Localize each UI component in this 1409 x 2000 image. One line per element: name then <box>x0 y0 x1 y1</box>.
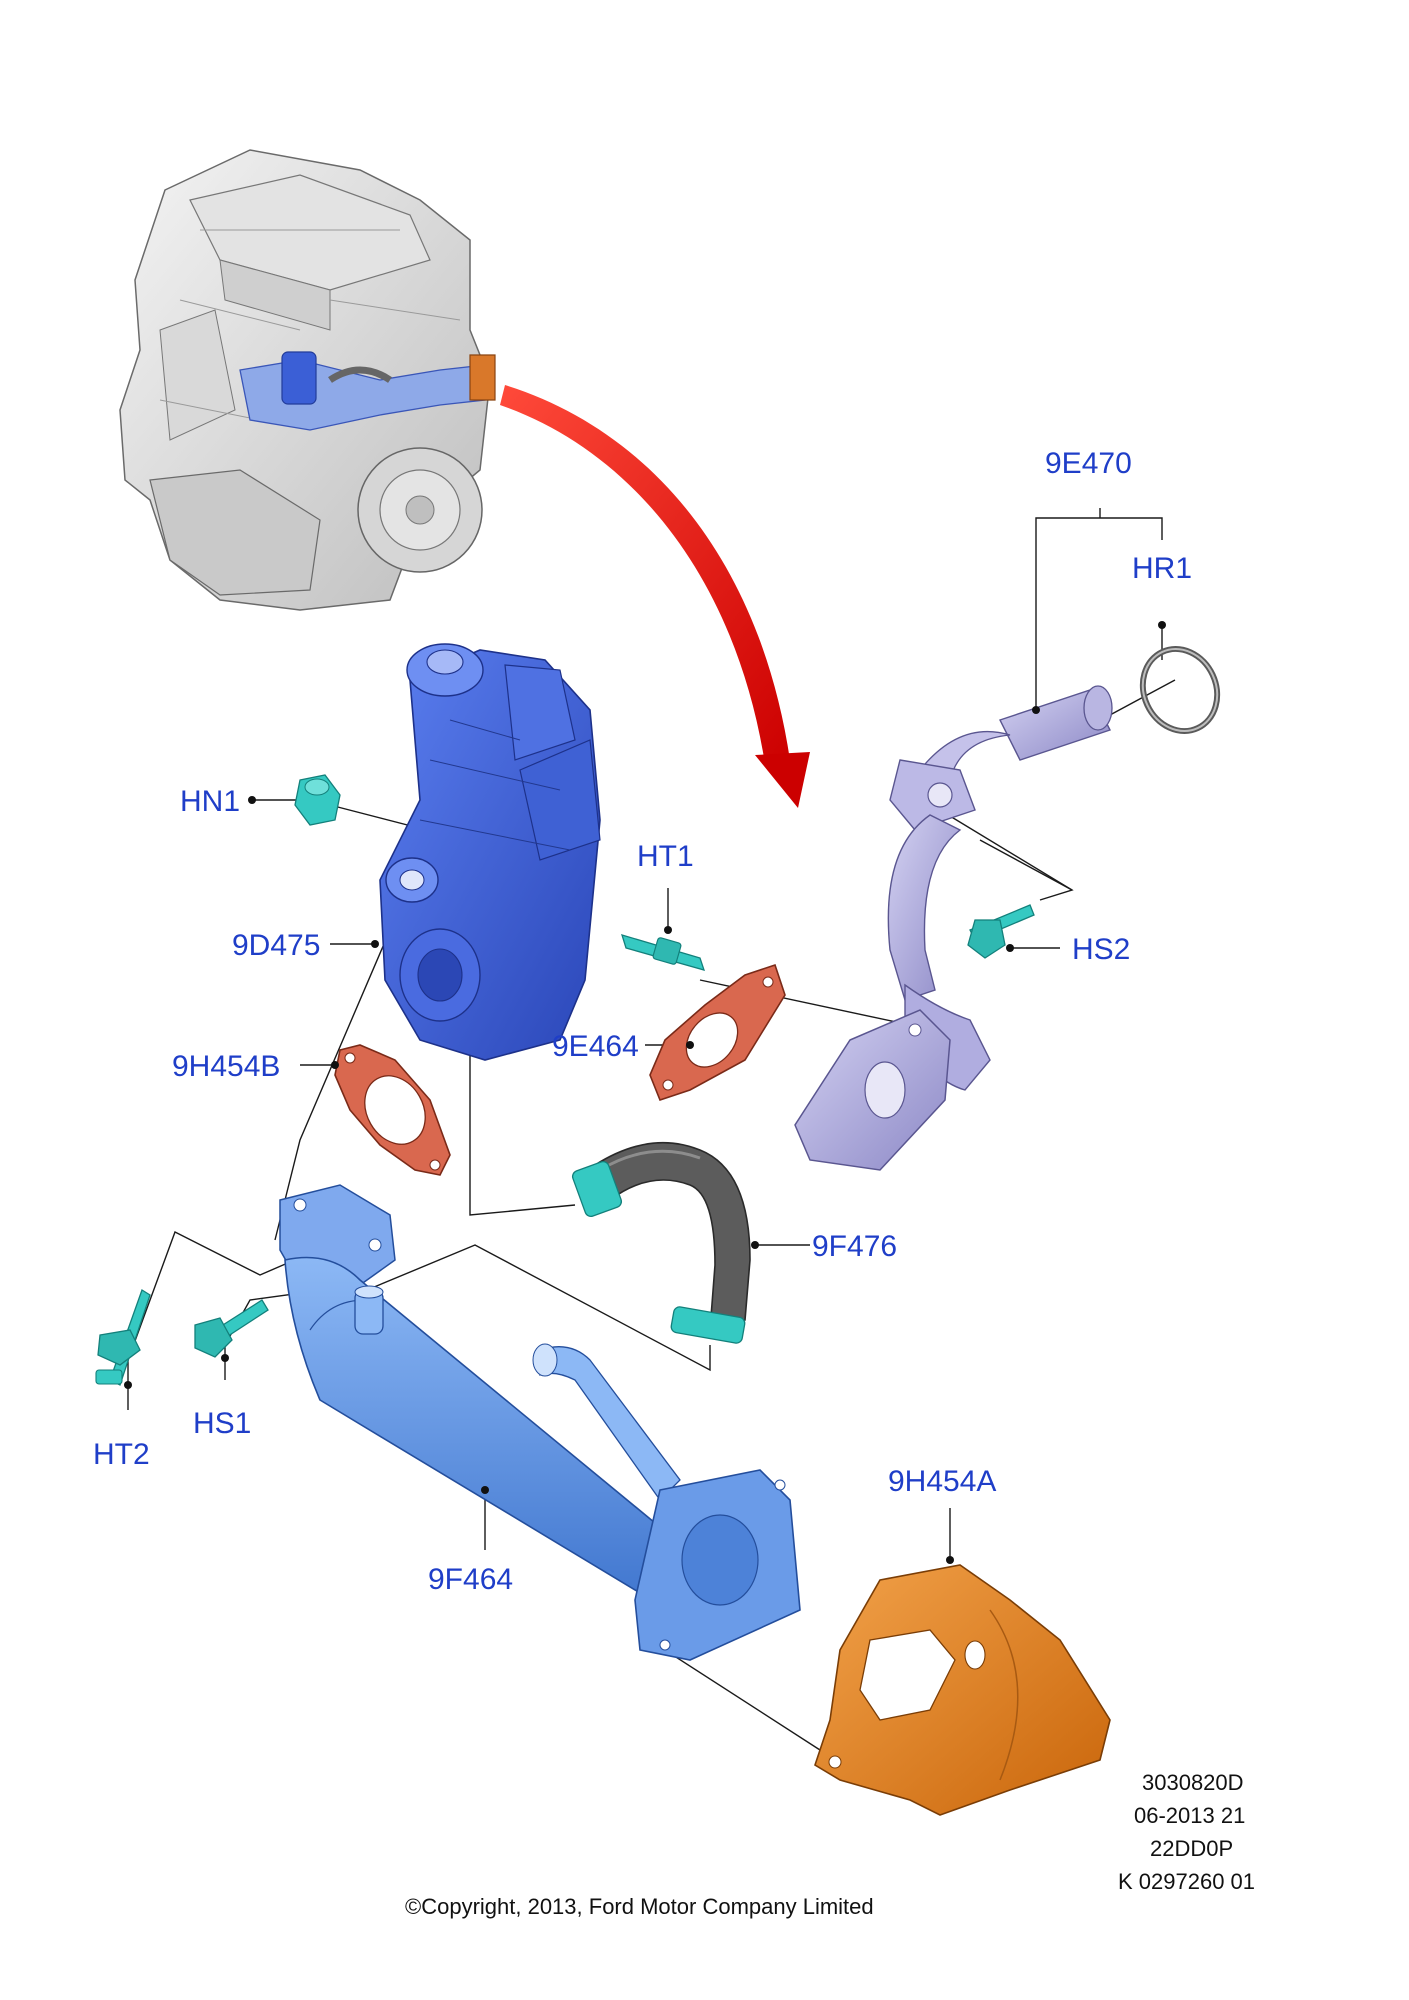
bolt-hs2 <box>967 904 1035 959</box>
stud-ht1 <box>621 934 706 971</box>
egr-cooler-9f464 <box>279 1184 801 1661</box>
label-9e470: 9E470 <box>1045 447 1132 480</box>
label-9e464: 9E464 <box>552 1030 639 1063</box>
label-9f476: 9F476 <box>812 1230 897 1263</box>
part-labels: 9E470 HR1 HN1 HT1 9D475 HS2 9E464 9H454B… <box>93 447 1192 1596</box>
o-ring-hr1 <box>1139 646 1221 734</box>
label-9h454b: 9H454B <box>172 1050 280 1083</box>
label-ht1: HT1 <box>637 840 694 873</box>
label-hs1: HS1 <box>193 1407 251 1440</box>
label-9d475: 9D475 <box>232 929 320 962</box>
label-hr1: HR1 <box>1132 552 1192 585</box>
red-arrow-indicator <box>500 385 810 808</box>
bolt-hs1 <box>194 1299 269 1358</box>
label-ht2: HT2 <box>93 1438 150 1471</box>
gasket-9h454b <box>334 1044 451 1176</box>
egr-tube-9e470 <box>794 685 1113 1171</box>
reference-line-2: 06-2013 21 <box>1134 1803 1245 1828</box>
copyright-notice: ©Copyright, 2013, Ford Motor Company Lim… <box>405 1894 874 1919</box>
stud-ht2 <box>95 1289 151 1386</box>
reference-line-4: K 0297260 01 <box>1118 1869 1255 1894</box>
gasket-9e464 <box>649 963 786 1101</box>
label-9h454a: 9H454A <box>888 1465 996 1498</box>
nut-hn1 <box>294 774 341 826</box>
label-hs2: HS2 <box>1072 933 1130 966</box>
reference-code-block: 3030820D 06-2013 21 22DD0P K 0297260 01 <box>1118 1770 1255 1894</box>
label-9f464: 9F464 <box>428 1563 513 1596</box>
reference-line-1: 3030820D <box>1142 1770 1244 1795</box>
egr-valve-9d475 <box>379 643 601 1061</box>
engine-overview-illustration <box>119 149 496 611</box>
heat-shield-9h454a <box>814 1564 1111 1816</box>
egr-hose-9f476 <box>571 1141 751 1344</box>
label-hn1: HN1 <box>180 785 240 818</box>
reference-line-3: 22DD0P <box>1150 1836 1233 1861</box>
leader-dots <box>124 621 1166 1564</box>
